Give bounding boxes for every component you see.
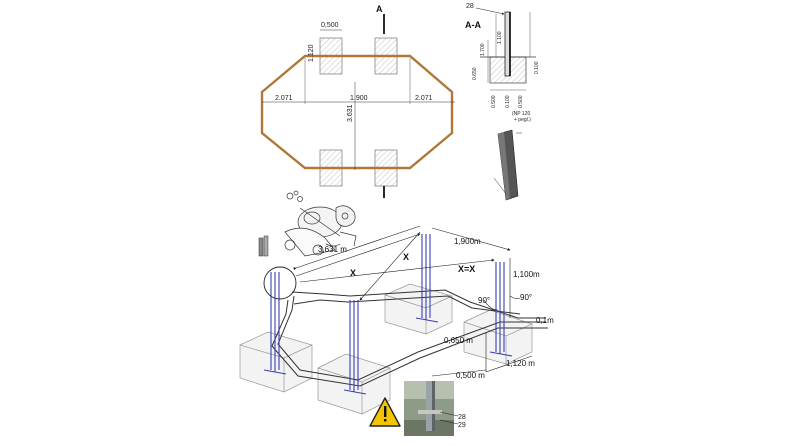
- iso-dim-base: 0,500 m: [456, 371, 485, 380]
- dim-section-above: 1.700: [480, 43, 486, 56]
- dim-right-span: 2.071: [415, 95, 433, 102]
- iso-dim-rail: 0,1m: [536, 316, 554, 325]
- dim-section-post: 1.100: [497, 31, 503, 44]
- iso-dim-length: 1,900m: [454, 237, 481, 246]
- dim-foot-left: 0.500: [491, 95, 497, 108]
- warning-icon: [369, 397, 401, 427]
- iso-dim-height: 1,100m: [513, 270, 540, 279]
- photo-callout-28: 28: [458, 414, 466, 421]
- plan-view: A 0,500 1.120 2.071 1.900 2.071 3.631: [260, 4, 455, 198]
- post-pieces-icon: [258, 235, 269, 257]
- iso-dim-depth: 0,650 m: [444, 336, 473, 345]
- iso-posts: [263, 234, 513, 395]
- installation-photo: [404, 381, 459, 436]
- iso-angle-2: 90°: [520, 293, 532, 302]
- section-callout: 28: [466, 3, 474, 10]
- dim-foot-right: 0.500: [518, 95, 524, 108]
- dim-top-offset: 1.120: [308, 44, 315, 62]
- equipment-sketch: [284, 190, 357, 257]
- iso-detail-circle: [263, 266, 297, 300]
- dim-left-span: 2.071: [275, 95, 293, 102]
- dim-section-depth: 0.650: [472, 67, 478, 80]
- iso-rail: [271, 289, 548, 387]
- steel-post-illustration: [493, 129, 522, 201]
- iso-dimension-lines: [293, 225, 533, 377]
- section-view: A-A 28 1.700 1.100 0.650 0.100 0.500 0.1…: [465, 3, 540, 201]
- dim-width: 3.631: [347, 104, 354, 122]
- iso-label-equality: X=X: [458, 264, 475, 274]
- iso-view: 3,631 m 1,900m 1,100m 0,650 m 0,500 m 1,…: [239, 225, 554, 415]
- section-note-2: + pegl.): [514, 117, 531, 123]
- dim-mid-span: 1.900: [350, 95, 368, 102]
- iso-dim-foot: 1,120 m: [506, 359, 535, 368]
- iso-dim-width: 3,631 m: [318, 245, 347, 254]
- dim-post-width: 0,500: [321, 22, 339, 29]
- dim-foot-mid: 0.100: [505, 95, 511, 108]
- iso-angle-1: 90°: [478, 296, 490, 305]
- section-title: A-A: [465, 20, 481, 30]
- dim-section-right: 0.100: [534, 61, 540, 74]
- plan-rail: [260, 54, 454, 170]
- section-marker-A: A: [376, 4, 383, 14]
- photo-callout-29: 29: [458, 422, 466, 429]
- section-note-1: (NP 120: [512, 111, 530, 117]
- iso-label-x-left: X: [350, 268, 356, 278]
- iso-label-x-top: X: [403, 252, 409, 262]
- iso-footings: [239, 283, 533, 415]
